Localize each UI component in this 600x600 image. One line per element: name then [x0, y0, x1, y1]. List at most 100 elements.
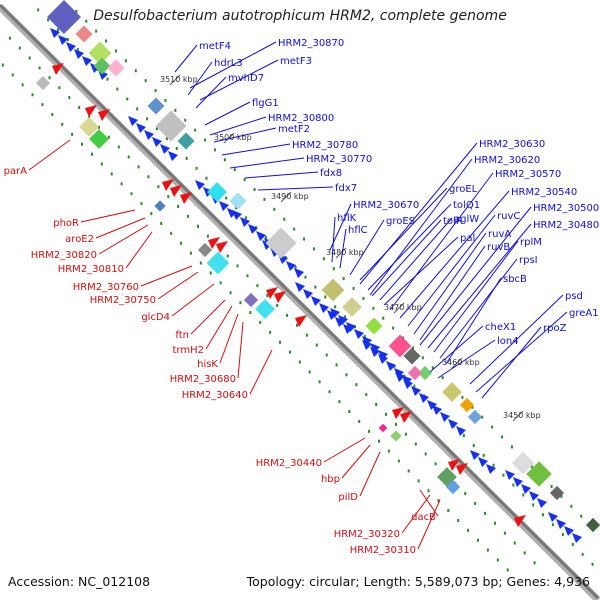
lane-dot: [243, 178, 246, 182]
reverse-gene-arrow: [456, 463, 468, 475]
lane-dot: [239, 301, 242, 305]
gene-leader-line: [407, 214, 496, 327]
forward-gene-arrow: [330, 308, 340, 318]
forward-gene-arrow: [370, 343, 380, 353]
lane-dot: [130, 192, 133, 196]
lane-dot: [146, 117, 149, 121]
forward-gene-label: HRM2_30620: [474, 155, 540, 166]
lane-dot: [523, 551, 526, 555]
reverse-gene-label: HRM2_30750: [90, 295, 156, 306]
gene-box: [35, 75, 51, 91]
lane-dot: [56, 28, 59, 32]
forward-gene-arrow: [537, 498, 547, 508]
lane-dot: [362, 296, 365, 300]
gene-leader-line: [80, 209, 136, 223]
gene-box: [75, 25, 93, 43]
lane-dot: [194, 128, 197, 132]
forward-gene-label: hdrL3: [214, 58, 243, 69]
gene-leader-line: [429, 325, 484, 373]
lane-dot: [492, 463, 495, 467]
gene-box: [511, 451, 535, 475]
forward-gene-label: greA1: [569, 308, 599, 319]
lane-dot: [38, 66, 41, 70]
gene-leader-line: [359, 142, 478, 285]
lane-dot: [110, 172, 113, 176]
gene-leader-line: [219, 313, 239, 364]
lane-dot: [295, 323, 298, 327]
map-title: Desulfobacterium autotrophicum HRM2, com…: [93, 8, 507, 24]
reverse-gene-label: HRM2_30640: [182, 390, 248, 401]
forward-gene-arrow: [513, 477, 523, 487]
lane-dot: [474, 501, 477, 505]
reverse-gene-arrow: [98, 109, 110, 121]
lane-dot: [229, 291, 232, 295]
kbp-tick: [512, 410, 524, 422]
lane-dot: [397, 459, 400, 463]
lane-dot: [530, 465, 533, 469]
forward-gene-label: ruvA: [488, 229, 511, 240]
reverse-gene-label: HRM2_30440: [256, 458, 322, 469]
lane-dot: [345, 373, 348, 377]
forward-gene-label: lon4: [497, 336, 519, 347]
lane-dot: [170, 231, 173, 235]
lane-dot: [31, 93, 34, 97]
gene-leader-line: [195, 76, 227, 109]
lane-dot: [58, 86, 61, 90]
lane-dot: [195, 166, 198, 170]
kbp-label: 3490 kbp: [271, 192, 309, 201]
forward-gene-arrow: [90, 63, 100, 73]
lane-dot: [263, 197, 266, 201]
lane-dot: [206, 234, 209, 238]
lane-dot: [560, 494, 563, 498]
gene-box: [79, 117, 99, 137]
lane-dot: [117, 145, 120, 149]
forward-gene-label: ruvC: [497, 211, 520, 222]
lane-dot: [264, 236, 267, 240]
forward-gene-arrow: [346, 322, 356, 332]
reverse-gene-arrow: [266, 287, 278, 299]
forward-gene-arrow: [529, 491, 539, 501]
kbp-tick: [451, 357, 463, 369]
lane-dot: [78, 105, 81, 109]
lane-dot: [481, 415, 484, 419]
gene-box: [255, 299, 275, 319]
forward-gene-arrow: [432, 405, 442, 415]
gene-box: [321, 278, 345, 302]
lane-dot: [266, 294, 269, 298]
forward-gene-arrow: [448, 419, 458, 429]
lane-dot: [236, 264, 239, 268]
reverse-gene-label: HRM2_30680: [170, 374, 236, 385]
gene-leader-line: [369, 158, 473, 296]
forward-gene-arrow: [362, 336, 372, 346]
gene-box: [459, 397, 475, 413]
lane-dot: [107, 135, 110, 139]
gene-leader-line: [371, 219, 442, 297]
lane-dot: [522, 493, 525, 497]
forward-gene-arrow: [240, 217, 250, 227]
lane-dot: [513, 541, 516, 545]
forward-gene-arrow: [403, 379, 413, 389]
lane-dot: [580, 514, 583, 518]
gene-leader-line: [341, 444, 371, 479]
gene-box: [378, 423, 388, 433]
forward-gene-arrow: [58, 35, 68, 45]
gene-leader-line: [95, 217, 146, 239]
lane-dot: [127, 155, 130, 159]
lane-dot: [259, 320, 262, 324]
forward-gene-label: rpsI: [519, 255, 538, 266]
lane-dot: [308, 370, 311, 374]
gene-leader-line: [187, 61, 213, 96]
gene-leader-line: [419, 206, 532, 346]
lane-dot: [199, 261, 202, 265]
lane-dot: [137, 165, 140, 169]
gene-leader-line: [98, 224, 149, 255]
forward-gene-arrow: [144, 130, 154, 140]
lane-dot: [378, 439, 381, 443]
lane-dot: [417, 479, 420, 483]
gene-leader-line: [437, 339, 496, 379]
lane-dot: [387, 449, 390, 453]
forward-gene-arrow: [354, 329, 364, 339]
gene-box: [147, 97, 165, 115]
lane-dot: [204, 138, 207, 142]
